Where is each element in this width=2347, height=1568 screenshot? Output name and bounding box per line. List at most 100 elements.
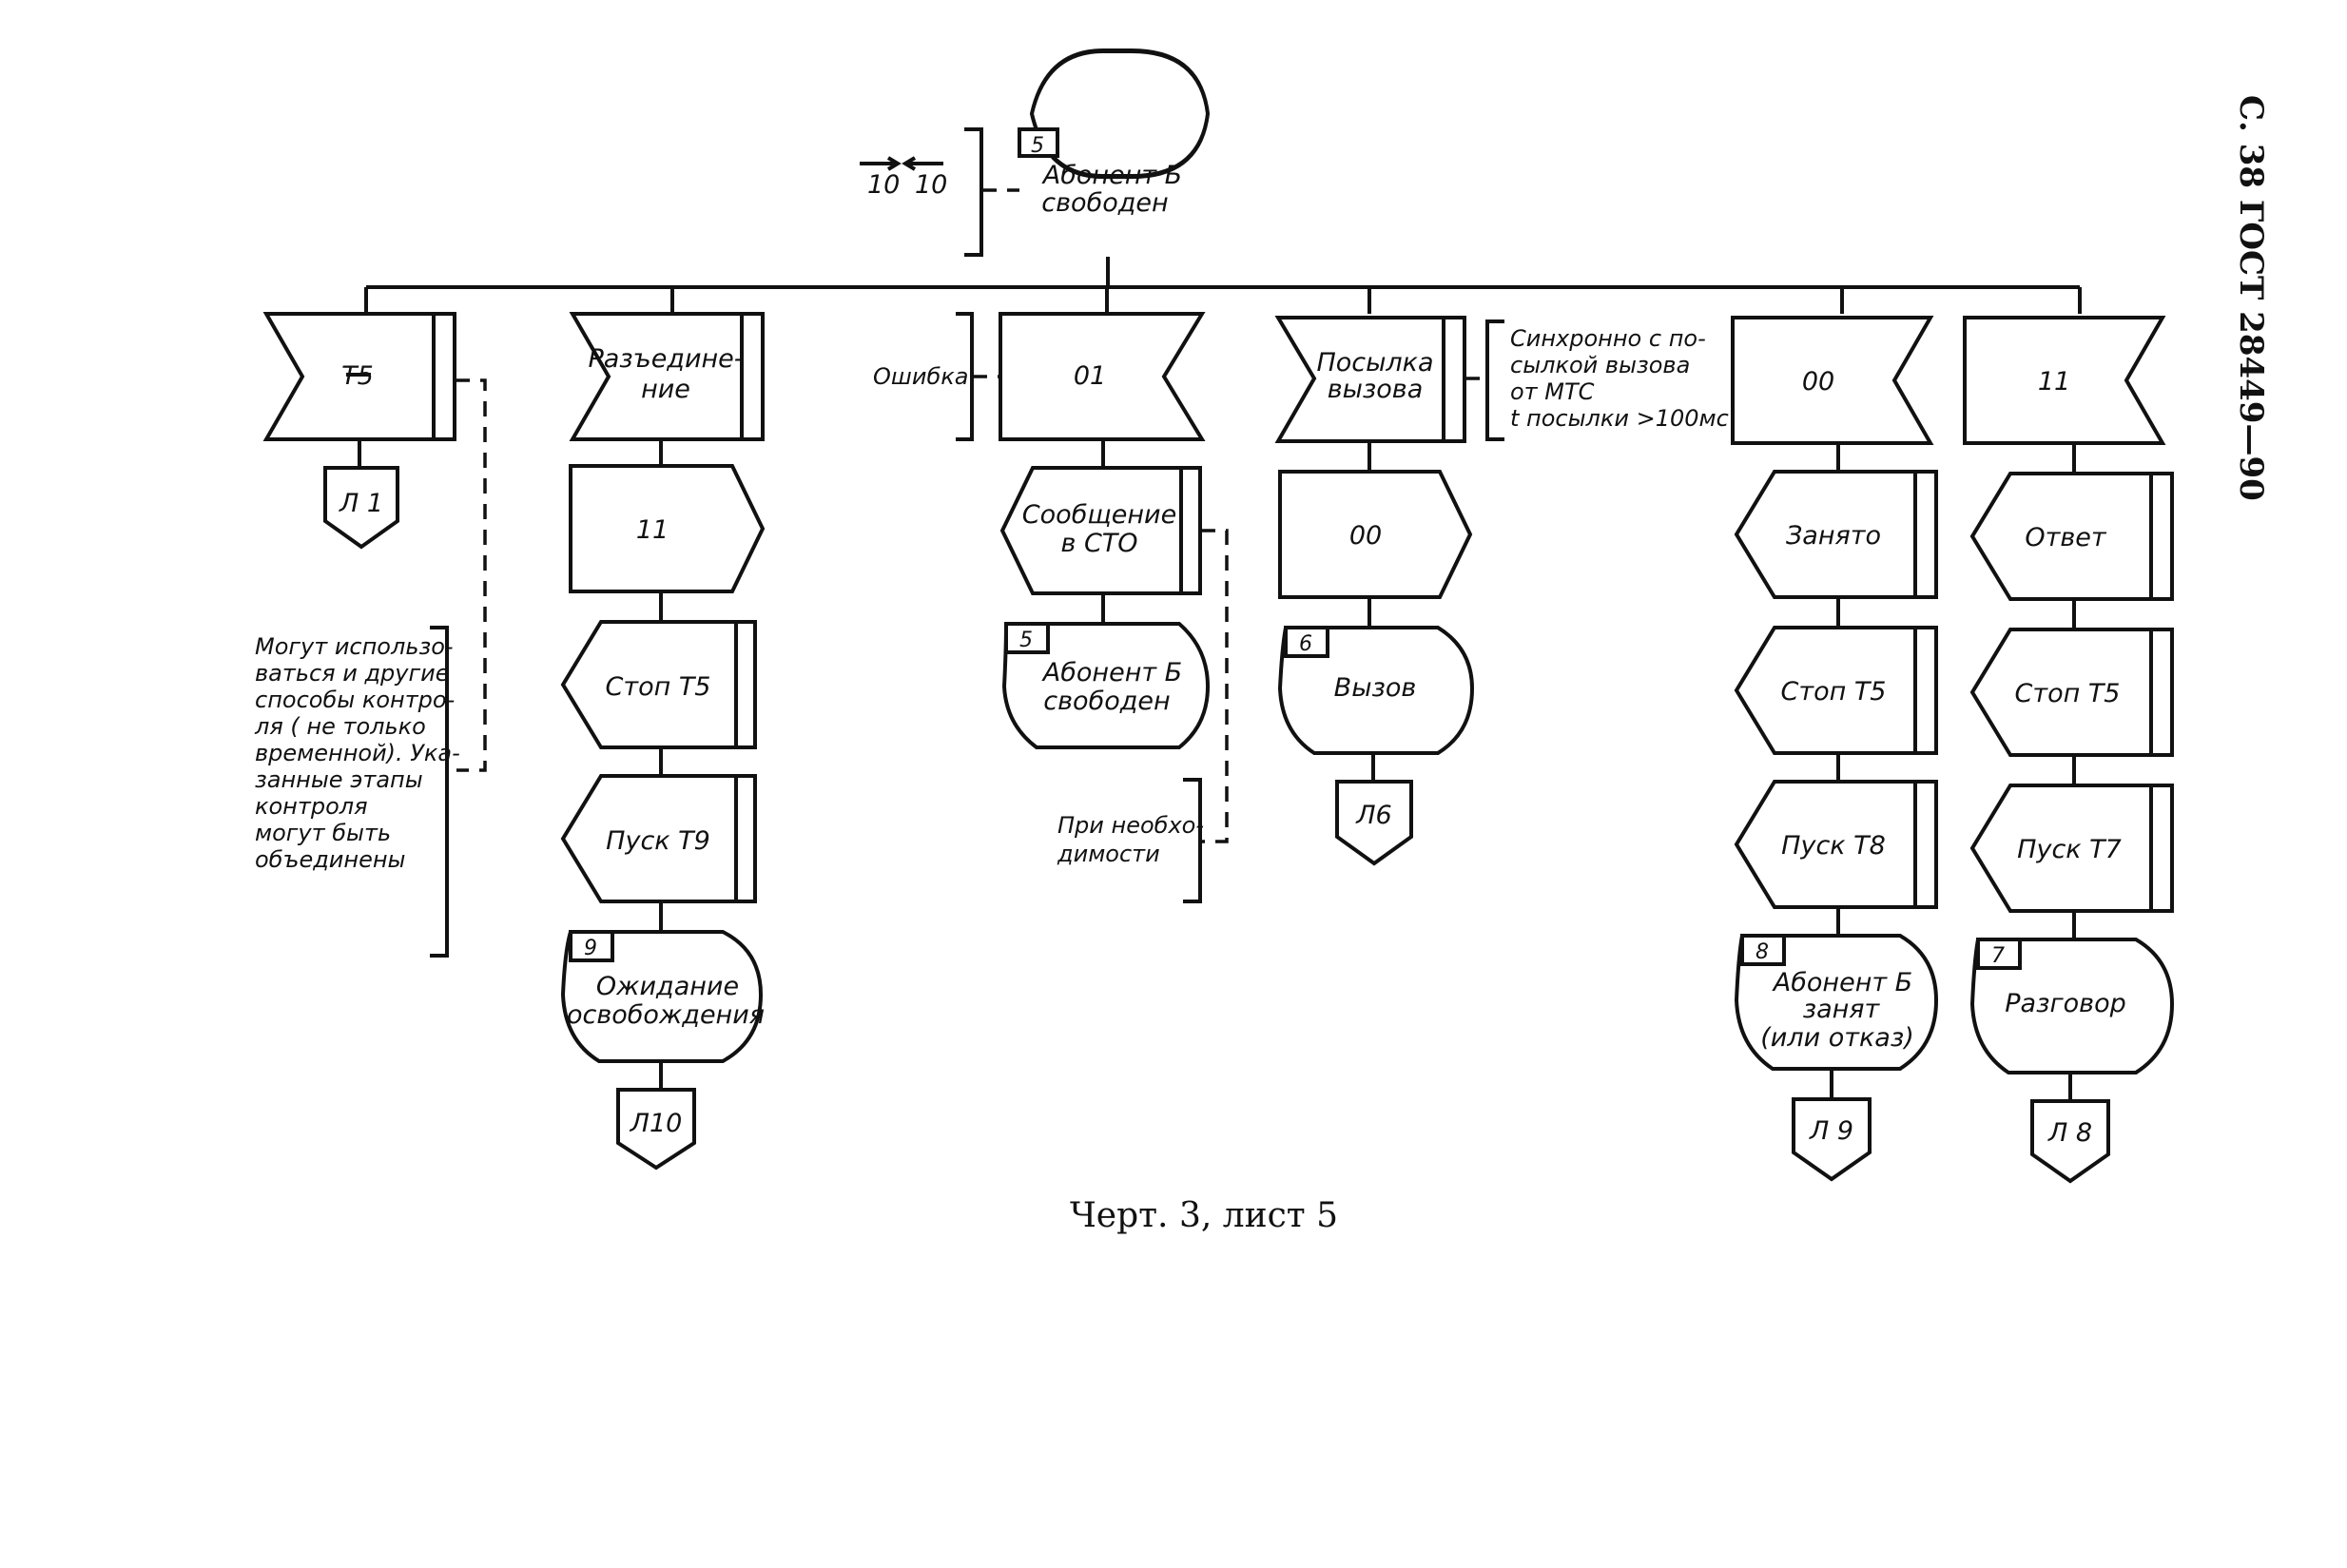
figure-caption: Черт. 3, лист 5 [1070, 1196, 1338, 1235]
column-1: T5 Л 1 [262, 312, 487, 772]
note-control-line8: могут быть [255, 820, 391, 846]
c4-state-label: Вызов [1334, 673, 1417, 703]
c4-connector-label: Л6 [1355, 801, 1391, 830]
c2-task2-label: Пуск Т9 [606, 826, 710, 856]
c3-state-number-box [1004, 622, 1050, 654]
note-control-line7: контроля [255, 793, 368, 820]
connector-l10 [616, 1088, 696, 1171]
task-start-t7 [1969, 784, 2174, 913]
column-2: Разъедине- ние 11 Стоп Т5 Пуск Т9 9 Ожид… [560, 312, 766, 1171]
c4-input-line2: вызова [1328, 375, 1424, 404]
note-when-needed-line1: При необхо- [1057, 812, 1204, 839]
connector-l1 [323, 466, 399, 550]
task-answer [1969, 472, 2174, 601]
c3-state-line1: Абонент Б [1041, 658, 1182, 687]
connection-lines [364, 257, 2082, 314]
c3-state-line2: свободен [1043, 687, 1170, 716]
top-ref-out: 10 [867, 170, 900, 200]
note-sync-line1: Синхронно с по- [1510, 325, 1706, 352]
task-start-t8 [1734, 780, 1938, 909]
top-state-line1: Абонент Б [1041, 161, 1182, 190]
c5-state-line1: Абонент Б [1772, 968, 1912, 997]
column-4: Посылка вызова Синхронно с по- сылкой вы… [1274, 316, 1729, 866]
c2-state-number-box [569, 930, 614, 962]
c6-task3-label: Пуск Т7 [2017, 835, 2122, 864]
note-control-line2: ваться и другие [255, 660, 449, 687]
c5-task1-label: Занято [1786, 521, 1881, 551]
c6-state-number-box [1976, 938, 2022, 970]
connector-l9 [1792, 1097, 1872, 1182]
note-when-needed-line2: димости [1057, 841, 1160, 867]
arrow-right-icon [860, 156, 902, 171]
c6-task1-label: Ответ [2025, 523, 2107, 552]
top-refs: 10 10 [860, 127, 1019, 257]
top-state-number-box [1018, 127, 1059, 158]
c1-connector-label: Л 1 [339, 489, 383, 518]
output-signal-11 [569, 464, 766, 593]
c2-output-label: 11 [636, 515, 669, 545]
state-conversation [1969, 938, 2175, 1074]
top-state-number: 5 [1031, 134, 1044, 158]
c5-connector-label: Л 9 [1809, 1116, 1853, 1146]
input-signal-disconnect [569, 312, 765, 441]
task-start-t9 [560, 774, 757, 903]
c2-input-line2: ние [641, 375, 690, 404]
c6-state-label: Разговор [2005, 989, 2125, 1018]
c6-task2-label: Стоп Т5 [2014, 679, 2120, 708]
top-state-line2: свободен [1041, 188, 1168, 218]
output-signal-00 [1278, 470, 1473, 599]
c2-state-number: 9 [584, 937, 597, 960]
note-control-methods: Могут использо- ваться и другие способы … [254, 626, 460, 958]
note-control-line5: временной). Ука- [255, 740, 460, 766]
input-signal-01 [999, 312, 1206, 441]
c3-output-line2: в СТО [1060, 529, 1137, 558]
column-6: 11 Ответ Стоп Т5 Пуск Т7 7 Разговор Л 8 [1963, 316, 2175, 1184]
c4-input-line1: Посылка [1316, 348, 1433, 377]
top-ref-in: 10 [915, 170, 947, 200]
note-control-line9: объединены [255, 846, 406, 873]
c5-task3-label: Пуск Т8 [1781, 831, 1886, 861]
c2-input-line1: Разъедине- [588, 344, 743, 374]
c6-input-label: 11 [2038, 367, 2070, 397]
c6-connector-label: Л 8 [2047, 1118, 2092, 1148]
top-state-abonent-b-free: 5 Абонент Б свободен [1018, 48, 1211, 218]
c3-state-number: 5 [1019, 629, 1033, 652]
c5-task2-label: Стоп Т5 [1780, 677, 1886, 707]
note-sync-line2: сылкой вызова [1510, 352, 1690, 378]
c5-state-line3: (или отказ) [1760, 1023, 1913, 1053]
note-control-line4: ля ( не только [254, 713, 426, 740]
state-waiting-release [560, 930, 764, 1063]
note-sync-line4: t посылки >100мс [1510, 405, 1729, 432]
connector-l8 [2030, 1099, 2110, 1184]
input-signal-11 [1963, 316, 2166, 445]
c4-output-label: 00 [1349, 521, 1382, 551]
page-header: С. 38 ГОСТ 28449—90 [2232, 95, 2270, 501]
c2-state-line2: освобождения [567, 1000, 765, 1030]
c5-state-number: 8 [1755, 940, 1769, 964]
state-abonent-b-free [1001, 622, 1211, 749]
note-error: Ошибка [873, 363, 968, 390]
task-busy [1734, 470, 1938, 599]
c3-output-line1: Сообщение [1022, 500, 1176, 530]
arrow-left-icon [902, 156, 943, 171]
output-message-to-sto [999, 466, 1202, 595]
c2-task1-label: Стоп Т5 [605, 672, 710, 702]
column-3: Ошибка 01 Сообщение в СТО 5 Абонент Б св… [873, 312, 1229, 903]
connector-l6 [1335, 780, 1413, 866]
c4-state-number-box [1284, 626, 1329, 658]
note-control-line3: способы контро- [255, 687, 455, 713]
c5-state-number-box [1740, 934, 1786, 966]
state-call [1277, 626, 1475, 755]
c4-state-number: 6 [1299, 632, 1312, 656]
c5-input-label: 00 [1802, 367, 1834, 397]
note-control-line6: занные этапы [255, 766, 423, 793]
note-sync-line3: от МТС [1510, 378, 1595, 405]
task-stop-t5 [1969, 628, 2174, 757]
c2-state-line1: Ожидание [596, 972, 739, 1001]
task-stop-t5 [560, 620, 757, 749]
task-stop-t5 [1734, 626, 1938, 755]
c3-input-label: 01 [1074, 361, 1106, 391]
state-abonent-b-busy [1734, 934, 1939, 1071]
c5-state-line2: занят [1803, 995, 1881, 1024]
